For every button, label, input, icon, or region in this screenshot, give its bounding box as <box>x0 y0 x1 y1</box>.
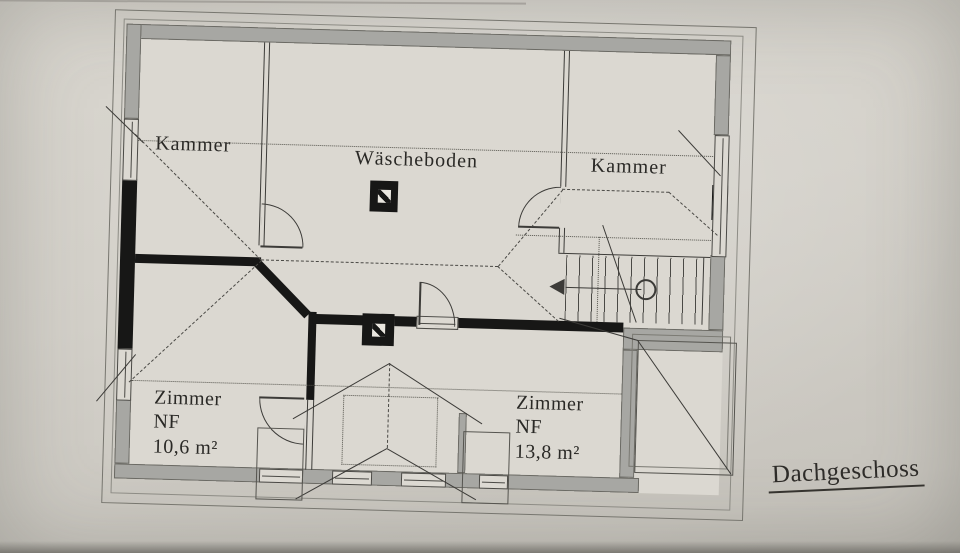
room-label-waescheboden: Wäscheboden <box>354 147 479 173</box>
exterior-wall-left-lower <box>114 398 132 464</box>
bearing-wall-center-2 <box>394 316 417 327</box>
chimney-icon <box>369 180 399 213</box>
dormer-dotted-outline <box>341 394 439 468</box>
exterior-wall-right-mid <box>708 254 726 331</box>
dormer-cheek-right <box>461 431 511 505</box>
room-label-kammer-left: Kammer <box>154 132 232 157</box>
partition-kammer-right-lower <box>558 227 566 253</box>
window-bottom-2 <box>331 470 373 486</box>
photo-edge-bottom <box>0 541 960 553</box>
exterior-wall-right-upper <box>713 55 731 136</box>
photo-edge-top <box>0 0 527 5</box>
window-left-upper <box>122 118 139 181</box>
room-name: Zimmer <box>515 391 584 416</box>
stair-direction-arrow-icon <box>549 278 565 295</box>
room-label-kammer-right: Kammer <box>590 154 668 179</box>
room-label-zimmer-right: Zimmer NF 13,8 m² <box>514 391 584 466</box>
window-bottom-3 <box>400 472 447 488</box>
room-area: 13,8 m² <box>514 440 581 465</box>
chimney-icon <box>361 313 395 347</box>
chimney-flue <box>377 189 391 204</box>
floor-plan-drawing: Kammer Wäscheboden Kammer Zimmer NF 10,6… <box>93 3 757 526</box>
room-name: Zimmer <box>153 386 222 411</box>
dormer-cheek-left <box>255 427 305 501</box>
bearing-wall-center-1 <box>312 313 365 326</box>
room-area: 10,6 m² <box>152 435 219 460</box>
exterior-wall-left-upper <box>123 23 142 119</box>
chimney-flue <box>371 323 385 337</box>
room-nf: NF <box>153 410 181 434</box>
room-label-zimmer-left: Zimmer NF 10,6 m² <box>152 385 222 460</box>
floor-caption: Dachgeschoss <box>767 454 925 494</box>
room-nf: NF <box>515 415 543 439</box>
